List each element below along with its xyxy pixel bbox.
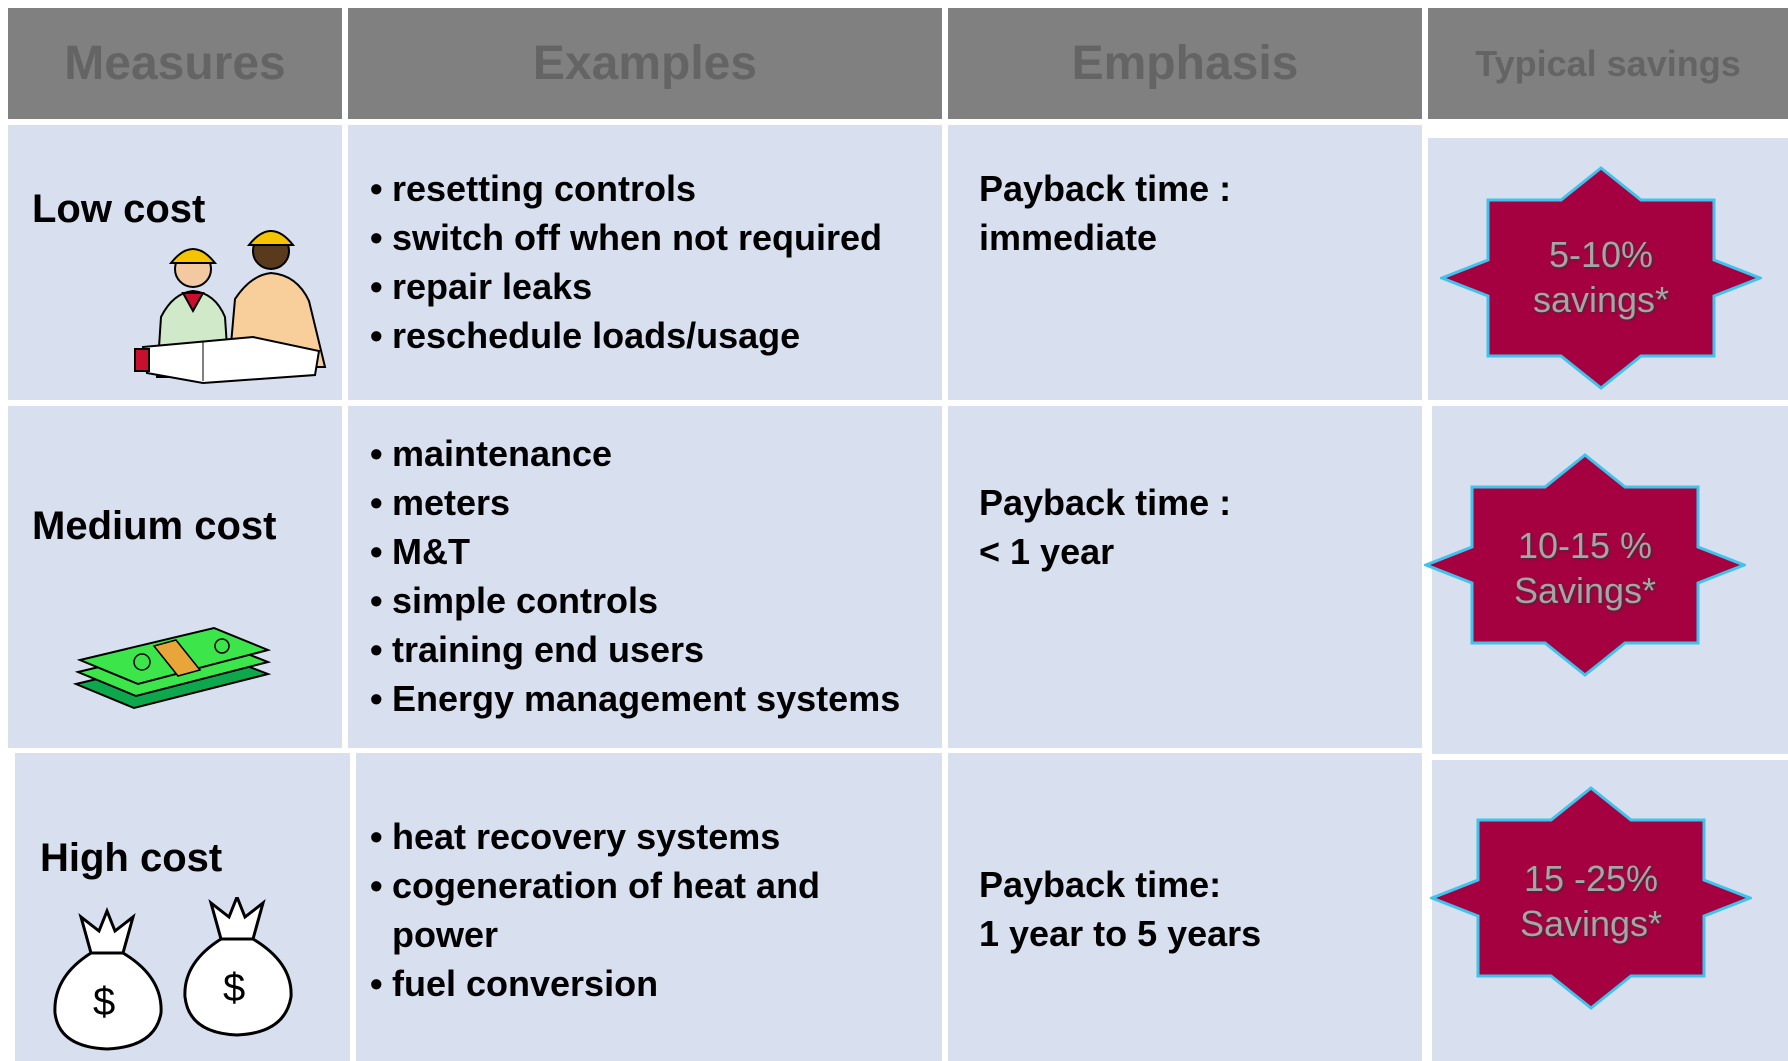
header-measures: Measures (8, 8, 342, 119)
row-low-examples-cell: resetting controls switch off when not r… (348, 125, 942, 400)
list-item: M&T (370, 527, 900, 576)
list-item: simple controls (370, 576, 900, 625)
savings-high-label: Savings* (1519, 903, 1663, 944)
savings-badge-medium: 10-15 % Savings* (1424, 453, 1746, 677)
payback-medium-value: < 1 year (979, 531, 1115, 572)
money-bags-icon: $ $ (53, 897, 293, 1051)
payback-high: Payback time: 1 year to 5 years (979, 860, 1261, 958)
measure-low-label: Low cost (32, 187, 206, 231)
savings-low-text: 5-10% savings* (1440, 232, 1762, 322)
row-low-emphasis-cell: Payback time : immediate (948, 125, 1422, 400)
savings-badge-low: 5-10% savings* (1440, 166, 1762, 390)
list-item: cogeneration of heat and (370, 861, 820, 910)
header-examples: Examples (348, 8, 942, 119)
row-medium-examples-cell: maintenance meters M&T simple controls t… (348, 406, 942, 748)
savings-low-value: 5-10% (1548, 234, 1654, 275)
list-item: fuel conversion (370, 959, 820, 1008)
payback-medium: Payback time : < 1 year (979, 478, 1231, 576)
savings-high-value: 15 -25% (1523, 858, 1659, 899)
header-examples-label: Examples (532, 37, 758, 90)
payback-high-label: Payback time: (979, 864, 1222, 905)
payback-medium-label: Payback time : (979, 482, 1232, 523)
list-item: repair leaks (370, 262, 882, 311)
svg-text:$: $ (93, 980, 115, 1024)
list-item: switch off when not required (370, 213, 882, 262)
measure-high-label: High cost (40, 836, 223, 880)
svg-text:$: $ (223, 966, 245, 1010)
examples-low-list: resetting controls switch off when not r… (370, 164, 882, 360)
header-emphasis: Emphasis (948, 8, 1422, 119)
row-medium-emphasis-cell: Payback time : < 1 year (948, 406, 1422, 748)
money-bag-icon: $ (183, 897, 293, 1037)
money-bag-icon: $ (53, 906, 163, 1051)
engineers-with-blueprint-icon (134, 230, 327, 385)
list-item: meters (370, 478, 900, 527)
header-measures-label: Measures (64, 37, 286, 90)
savings-medium-text: 10-15 % Savings* (1424, 523, 1746, 613)
payback-low-label: Payback time : (979, 168, 1232, 209)
header-emphasis-label: Emphasis (1071, 37, 1299, 90)
savings-high-text: 15 -25% Savings* (1430, 856, 1752, 946)
examples-medium-list: maintenance meters M&T simple controls t… (370, 429, 900, 723)
cash-stack-icon (72, 626, 272, 710)
list-item: heat recovery systems (370, 812, 820, 861)
list-item: training end users (370, 625, 900, 674)
row-high-examples-cell: heat recovery systems cogeneration of he… (356, 753, 942, 1061)
list-item: Energy management systems (370, 674, 900, 723)
measure-medium-label: Medium cost (32, 504, 277, 548)
row-medium-measure-cell: Medium cost (8, 406, 342, 748)
savings-medium-value: 10-15 % (1517, 525, 1653, 566)
row-high-measure-cell: High cost $ $ (15, 753, 350, 1061)
payback-low-value: immediate (979, 217, 1158, 258)
star-badge-icon (1440, 166, 1762, 390)
list-item: reschedule loads/usage (370, 311, 882, 360)
row-high-emphasis-cell: Payback time: 1 year to 5 years (948, 753, 1422, 1061)
list-item: resetting controls (370, 164, 882, 213)
header-savings-label: Typical savings (1475, 42, 1741, 84)
star-badge-icon (1424, 453, 1746, 677)
examples-high-list: heat recovery systems cogeneration of he… (370, 812, 820, 1008)
payback-low: Payback time : immediate (979, 164, 1231, 262)
list-item: maintenance (370, 429, 900, 478)
list-item-continuation: power (392, 914, 499, 955)
payback-high-value: 1 year to 5 years (979, 913, 1262, 954)
savings-low-label: savings* (1532, 279, 1670, 320)
header-savings: Typical savings (1428, 8, 1788, 119)
savings-medium-label: Savings* (1513, 570, 1657, 611)
savings-badge-high: 15 -25% Savings* (1430, 786, 1752, 1010)
star-badge-icon (1430, 786, 1752, 1010)
row-low-measure-cell: Low cost (8, 125, 342, 400)
